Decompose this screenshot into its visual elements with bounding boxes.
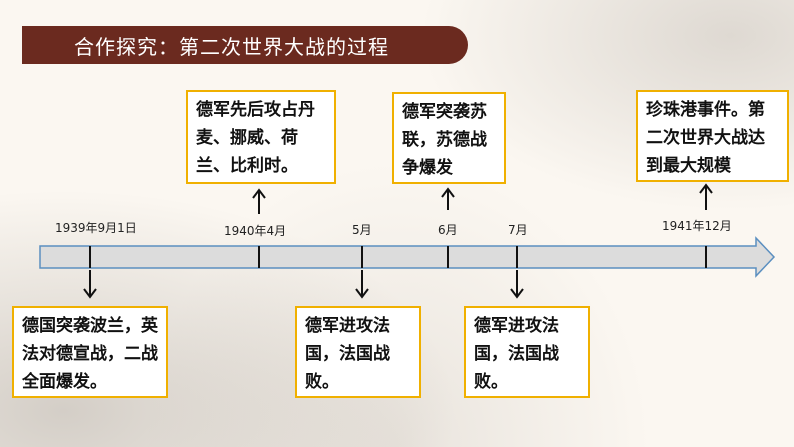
event-box-1941-dec: 珍珠港事件。第二次世界大战达到最大规模 xyxy=(636,90,789,182)
event-text: 珍珠港事件。第二次世界大战达到最大规模 xyxy=(646,100,765,176)
date-1940: 1940年4月 xyxy=(224,224,287,238)
event-text: 德军突袭苏联，苏德战争爆发 xyxy=(402,102,487,178)
title-banner: 合作探究：第二次世界大战的过程 xyxy=(22,26,468,64)
date-jun: 6月 xyxy=(438,223,458,237)
page-title: 合作探究：第二次世界大战的过程 xyxy=(74,35,389,59)
event-box-1939: 德国突袭波兰，英法对德宣战，二战全面爆发。 xyxy=(12,306,168,398)
timeline-arrow xyxy=(39,236,776,278)
event-text: 德军先后攻占丹麦、挪威、荷兰、比利时。 xyxy=(196,100,315,176)
date-1939: 1939年9月1日 xyxy=(55,221,137,235)
event-box-1940-april: 德军先后攻占丹麦、挪威、荷兰、比利时。 xyxy=(186,90,336,184)
date-jul: 7月 xyxy=(508,223,528,237)
date-1941: 1941年12月 xyxy=(662,219,732,233)
date-may: 5月 xyxy=(352,223,372,237)
event-text: 德军进攻法国，法国战败。 xyxy=(474,316,559,392)
event-text: 德军进攻法国，法国战败。 xyxy=(305,316,390,392)
event-box-may: 德军进攻法国，法国战败。 xyxy=(295,306,421,398)
event-box-july: 德军进攻法国，法国战败。 xyxy=(464,306,590,398)
event-text: 德国突袭波兰，英法对德宣战，二战全面爆发。 xyxy=(22,316,158,392)
event-box-june: 德军突袭苏联，苏德战争爆发 xyxy=(392,92,506,184)
